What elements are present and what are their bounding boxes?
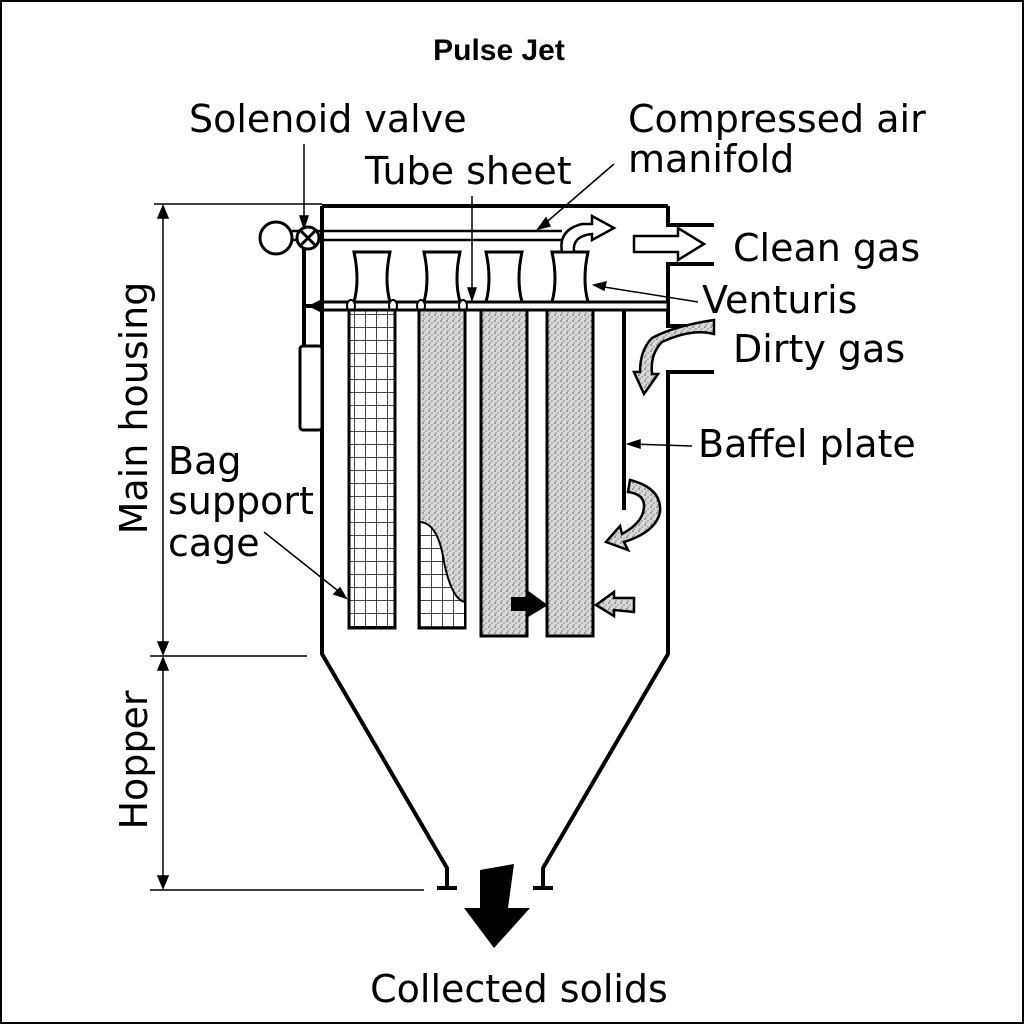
solenoid-valve xyxy=(258,220,321,256)
label-main-housing: Main housing xyxy=(112,282,156,535)
label-solenoid-valve: Solenoid valve xyxy=(189,97,467,141)
label-venturis: Venturis xyxy=(702,278,857,322)
label-baffle-plate: Baffel plate xyxy=(698,422,916,466)
bag-dusty-1 xyxy=(479,308,529,638)
dirty-gas-down-arrow xyxy=(603,478,662,553)
diagram-title: Pulse Jet xyxy=(433,34,565,67)
label-compressed-air-2: manifold xyxy=(628,137,794,181)
label-compressed-air-1: Compressed air xyxy=(628,97,926,141)
venturi-2 xyxy=(422,250,462,304)
label-hopper: Hopper xyxy=(112,690,156,829)
bag-cage-only xyxy=(347,308,397,630)
controller-box xyxy=(298,344,324,432)
label-dirty-gas: Dirty gas xyxy=(733,327,905,371)
clean-gas-arrow-in-venturi xyxy=(560,213,617,254)
venturi-1 xyxy=(352,250,392,304)
venturi-3 xyxy=(484,250,524,304)
bag-partial-cage-window xyxy=(418,520,466,629)
dirty-gas-side-arrow xyxy=(593,589,636,619)
label-bag-1: Bag xyxy=(168,439,241,483)
venturi-4 xyxy=(550,250,590,304)
venturi-group xyxy=(352,250,590,304)
dimension-lines xyxy=(150,203,424,891)
pulse-pipe xyxy=(302,249,322,346)
label-tube-sheet: Tube sheet xyxy=(364,149,572,193)
filter-bags xyxy=(347,308,595,638)
label-clean-gas: Clean gas xyxy=(733,226,920,270)
compressed-air-manifold xyxy=(292,229,562,242)
pulse-arrow xyxy=(308,298,324,314)
leader-lines xyxy=(263,144,699,600)
clean-gas-outlet-arrow xyxy=(632,225,707,263)
label-bag-2: support xyxy=(168,479,314,523)
bag-dusty-2 xyxy=(545,308,595,638)
collected-solids-arrow xyxy=(464,864,530,948)
pulse-cleaning-arrow xyxy=(511,590,548,618)
dirty-gas-inlet-arrow xyxy=(632,318,716,397)
label-bag-3: cage xyxy=(168,521,260,565)
label-collected-solids: Collected solids xyxy=(370,967,668,1011)
